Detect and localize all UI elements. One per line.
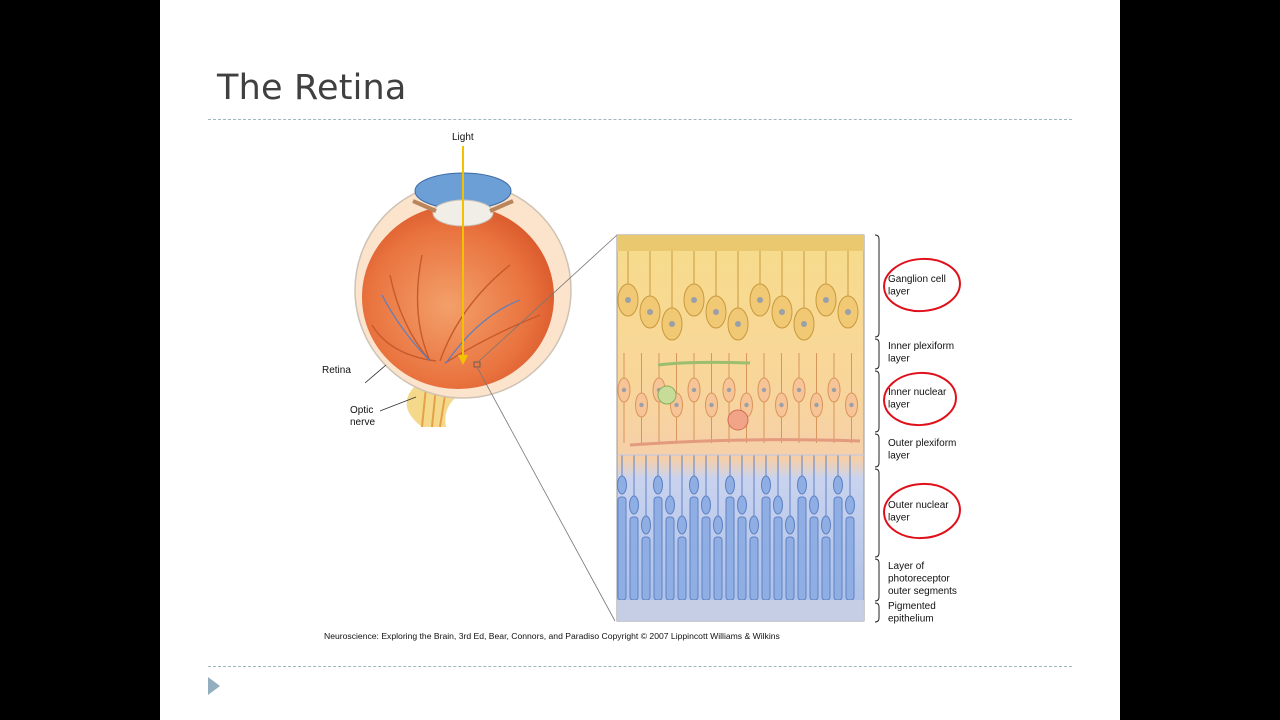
layer-label-1-line-2: layer: [888, 287, 910, 298]
zoom-line-bottom: [476, 366, 616, 622]
photoreceptor-nucleus: [773, 495, 783, 515]
retina-label: Retina: [322, 365, 351, 376]
optic-nerve-label-2: nerve: [350, 417, 375, 428]
layer-label-5-line-2: layer: [888, 513, 910, 524]
layer-brackets: [874, 234, 880, 623]
pigment-epithelium-band: [617, 600, 864, 621]
layer-label-6-line-1: Layer of: [888, 561, 924, 572]
photoreceptor-segment: [713, 536, 723, 601]
photoreceptor-segment: [845, 516, 855, 601]
photoreceptor-nucleus: [797, 475, 807, 495]
photoreceptor-segment: [617, 496, 627, 601]
nerve-fiber-band: [617, 235, 864, 251]
layer-label-3-line-1: Inner nuclear: [888, 387, 947, 398]
amacrine-cell: [657, 385, 677, 405]
photoreceptor-nucleus: [785, 515, 795, 535]
photoreceptor-nucleus: [653, 475, 663, 495]
ganglion-cells: [617, 251, 859, 341]
photoreceptor-nucleus: [725, 475, 735, 495]
photoreceptor-segment: [797, 496, 807, 601]
amacrine-process: [657, 360, 751, 367]
retina-cross-section: [616, 234, 865, 622]
photoreceptor-segment: [677, 536, 687, 601]
photoreceptor-segment: [665, 516, 675, 601]
photoreceptor-segment: [761, 496, 771, 601]
photoreceptor-nucleus: [701, 495, 711, 515]
photoreceptor-nucleus: [761, 475, 771, 495]
photoreceptor-nucleus: [845, 495, 855, 515]
layer-label-4-line-1: Outer plexiform: [888, 438, 956, 449]
slide-title: The Retina: [217, 68, 407, 108]
photoreceptor-nucleus: [617, 475, 627, 495]
photoreceptor-nucleus: [629, 495, 639, 515]
photoreceptor-segment: [833, 496, 843, 601]
red-circle-annotation: [883, 371, 957, 427]
zoom-line-top: [476, 234, 618, 364]
eye-interior: [362, 205, 554, 389]
photoreceptor-segment: [821, 536, 831, 601]
photoreceptor-segment: [701, 516, 711, 601]
photoreceptor-cells: [617, 455, 855, 601]
photoreceptor-segment: [809, 516, 819, 601]
photoreceptor-segment: [641, 536, 651, 601]
layer-label-1-line-1: Ganglion cell: [888, 274, 946, 285]
horizontal-process: [629, 438, 861, 447]
retina-leader: [364, 364, 387, 384]
photoreceptor-segment: [725, 496, 735, 601]
photoreceptor-nucleus: [809, 495, 819, 515]
photoreceptor-nucleus: [749, 515, 759, 535]
slide-nav-arrow-icon[interactable]: [208, 677, 220, 695]
light-label: Light: [452, 132, 474, 143]
layer-label-7-line-1: Pigmented: [888, 601, 936, 612]
photoreceptor-segment: [653, 496, 663, 601]
layer-label-2-line-2: layer: [888, 354, 910, 365]
footer-divider: [208, 666, 1072, 667]
photoreceptor-segment: [749, 536, 759, 601]
horizontal-cell: [727, 409, 749, 431]
layer-label-7-line-2: epithelium: [888, 614, 934, 625]
layer-label-4-line-2: layer: [888, 451, 910, 462]
photoreceptor-nucleus: [833, 475, 843, 495]
photoreceptor-nucleus: [665, 495, 675, 515]
red-circle-annotation: [883, 482, 961, 540]
optic-leader: [379, 396, 417, 412]
photoreceptor-nucleus: [641, 515, 651, 535]
light-arrowhead: [458, 355, 468, 365]
photoreceptor-segment: [785, 536, 795, 601]
eyeball-illustration: Light Retina Optic nerve: [322, 132, 572, 428]
photoreceptor-segment: [629, 516, 639, 601]
photoreceptor-nucleus: [821, 515, 831, 535]
inner-nuclear-cells: [617, 353, 858, 443]
layer-label-2-line-1: Inner plexiform: [888, 341, 954, 352]
photoreceptor-nucleus: [713, 515, 723, 535]
photoreceptor-segment: [773, 516, 783, 601]
retina-figure: Light Retina Optic nerve: [322, 132, 961, 641]
photoreceptor-segment: [737, 516, 747, 601]
layer-label-5-line-1: Outer nuclear: [888, 500, 949, 511]
photoreceptor-nucleus: [689, 475, 699, 495]
layer-label-3-line-2: layer: [888, 400, 910, 411]
layer-label-6-line-3: outer segments: [888, 586, 957, 597]
photoreceptor-nucleus: [737, 495, 747, 515]
layer-label-6-line-2: photoreceptor: [888, 574, 950, 585]
red-circle-annotation: [883, 257, 961, 313]
slide: The Retina: [160, 0, 1120, 720]
title-divider: [208, 119, 1072, 120]
optic-nerve-label-1: Optic: [350, 405, 373, 416]
blood-vessels: [371, 254, 541, 364]
photoreceptor-segment: [689, 496, 699, 601]
figure-credit: Neuroscience: Exploring the Brain, 3rd E…: [324, 631, 780, 641]
photoreceptor-nucleus: [677, 515, 687, 535]
